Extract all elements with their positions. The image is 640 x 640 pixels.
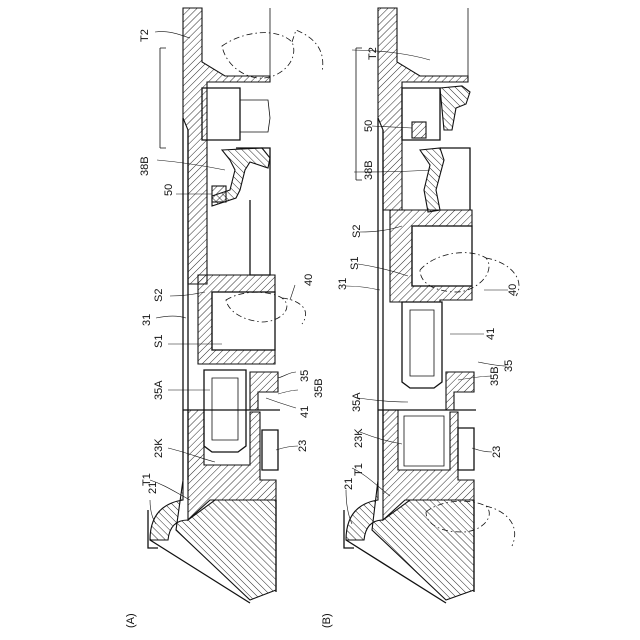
panel-b-label-41: 41 (485, 328, 497, 340)
panel-b-seal-50 (412, 122, 426, 138)
panel-b-label-50: 50 (363, 120, 375, 132)
panel-b-caption: (B) (321, 613, 333, 628)
panel-a-pocket-23 (262, 430, 278, 470)
panel-b-latch-hook (440, 86, 470, 130)
panel-b-label-35B: 35B (489, 366, 501, 386)
panel-a-label-35B: 35B (313, 378, 325, 398)
panel-a-label-38B: 38B (139, 156, 151, 176)
panel-b-label-21: 21 (343, 478, 355, 490)
panel-a-callout-top (222, 30, 323, 78)
panel-a-outer-wall (183, 8, 270, 284)
panel-a-lower-wall (183, 118, 188, 480)
panel-b-locking-arm (420, 148, 444, 212)
panel-a-brace (160, 48, 166, 148)
panel-b-label-40: 40 (507, 284, 519, 296)
panel-a-label-31: 31 (141, 314, 153, 326)
panel-a-caption: (A) (125, 613, 137, 628)
panel-a-label-21: 21 (147, 482, 159, 494)
panel-a-callout-mid (226, 292, 306, 324)
panel-b-label-S2: S2 (351, 225, 363, 238)
panel-b-label-S1: S1 (349, 257, 361, 270)
panel-a-terminal-inner (212, 378, 238, 440)
panel-a-label-S2: S2 (153, 289, 165, 302)
panel-a-label-50: 50 (163, 184, 175, 196)
panel-a-seal-50 (212, 186, 226, 202)
panel-a-housing-35 (250, 372, 278, 410)
panel-b-s-core (412, 226, 472, 286)
panel-a-label-S1: S1 (153, 335, 165, 348)
panel-a-s-core (212, 292, 275, 350)
panel-a-label-40: 40 (303, 274, 315, 286)
panel-a-label-T2: T2 (139, 29, 151, 42)
panel-b-socket (404, 416, 444, 466)
panel-a-label-23: 23 (297, 440, 309, 452)
panel-b-label-35A: 35A (351, 392, 363, 412)
panel-b-label-31: 31 (337, 278, 349, 290)
panel-a-cap (202, 88, 240, 140)
panel-b-label-23K: 23K (353, 428, 365, 448)
panel-b-pocket-23 (458, 428, 474, 470)
panel-a-top-rail (202, 8, 270, 76)
panel-a-pin (240, 100, 270, 132)
panel-b-terminal-inner (410, 310, 434, 376)
panel-b-label-38B: 38B (363, 160, 375, 180)
panel-b-housing-35 (446, 372, 474, 410)
panel-b-label-T1: T1 (353, 463, 365, 476)
panel-b-terminal (402, 302, 442, 388)
panel-b-label-35: 35 (503, 360, 515, 372)
panel-a-label-23K: 23K (153, 438, 165, 458)
panel-a-label-35A: 35A (153, 380, 165, 400)
panel-b-lower-wall (378, 118, 383, 480)
panel-a-label-35: 35 (299, 370, 311, 382)
panel-a-label-41: 41 (299, 406, 311, 418)
panel-b-brace (356, 48, 362, 180)
panel-b-label-T2: T2 (367, 47, 379, 60)
panel-b-label-23: 23 (491, 446, 503, 458)
panel-b-latch-body (440, 148, 470, 210)
panel-a: (A) (125, 8, 325, 628)
panel-b: (B) (321, 8, 519, 628)
panel-b-connector-s2 (390, 210, 472, 302)
